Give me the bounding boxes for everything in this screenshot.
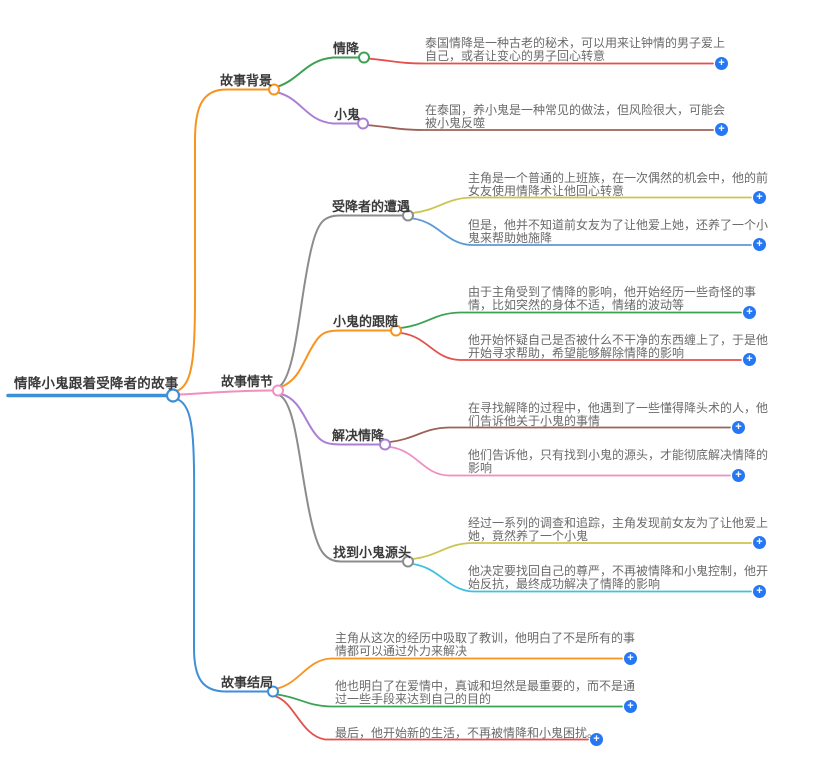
connector-background-ghost — [277, 91, 358, 125]
node-label-background[interactable]: 故事背景 — [220, 73, 273, 88]
leaf-line-following-1 — [400, 311, 742, 329]
leaf-node-text[interactable]: 最后，他开始新的生活，不再被情降和小鬼困扰。 — [335, 726, 600, 740]
leaf-node-text[interactable]: 他开始怀疑自己是否被什么不干净的东西缠上了，于是他 开始寻求帮助，希望能够解除情… — [468, 333, 769, 360]
node-anchor-resolve-spell[interactable] — [379, 438, 391, 451]
node-anchor-ending[interactable] — [267, 685, 279, 698]
node-label-find-ghost-source[interactable]: 找到小鬼源头 — [333, 545, 412, 560]
leaf-line-victim-1 — [412, 196, 752, 214]
node-label-ghost[interactable]: 小鬼 — [334, 107, 361, 122]
connector-plot-victim-experience — [279, 214, 403, 387]
leaf-node-text[interactable]: 但是，他并不知道前女友为了让他爱上她，还养了一个小 鬼来帮助她施降 — [468, 218, 769, 245]
node-label-ending[interactable]: 故事结局 — [221, 675, 274, 690]
add-node-button[interactable]: + — [624, 700, 637, 713]
node-label-victim-experience[interactable]: 受降者的遭遇 — [332, 199, 411, 214]
connector-root-plot — [179, 389, 273, 396]
node-label-resolve-spell[interactable]: 解决情降 — [332, 428, 385, 443]
add-node-button[interactable]: + — [753, 585, 766, 598]
add-node-button[interactable]: + — [753, 536, 766, 549]
node-label-love-spell[interactable]: 情降 — [333, 41, 360, 56]
node-label-ghost-following[interactable]: 小鬼的跟随 — [333, 314, 399, 329]
leaf-node-text[interactable]: 他决定要找回自己的尊严，不再被情降和小鬼控制，他开 始反抗，最终成功解决了情降的… — [468, 564, 769, 591]
node-anchor-victim-experience[interactable] — [402, 209, 414, 222]
add-node-button[interactable]: + — [715, 123, 728, 136]
leaf-line-resolve-2 — [389, 446, 731, 477]
leaf-line-ending-3 — [275, 695, 589, 741]
connector-plot-ghost-following — [280, 329, 391, 388]
leaf-node-text[interactable]: 在泰国，养小鬼是一种常见的做法，但风险很大，可能会 被小鬼反噬 — [425, 103, 726, 130]
leaf-line-following-2 — [400, 332, 742, 361]
node-anchor-plot[interactable] — [272, 384, 284, 397]
leaf-line-victim-2 — [412, 217, 752, 246]
add-node-button[interactable]: + — [753, 238, 766, 251]
add-node-button[interactable]: + — [732, 469, 745, 482]
add-node-button[interactable]: + — [590, 733, 603, 746]
leaf-line-ending-1 — [276, 657, 623, 690]
add-node-button[interactable]: + — [732, 421, 745, 434]
node-anchor-love-spell[interactable] — [358, 51, 370, 64]
connector-plot-find-ghost-source — [279, 394, 403, 563]
leaf-node-text[interactable]: 经过一系列的调查和追踪，主角发现前女友为了让他爱上 她，竟然养了一个小鬼 — [468, 516, 769, 543]
connector-root-ending — [176, 398, 268, 693]
leaf-node-text[interactable]: 在寻找解降的过程中，他遇到了一些懂得降头术的人，他 们告诉他关于小鬼的事情 — [468, 401, 769, 428]
leaf-node-text[interactable]: 他们告诉他，只有找到小鬼的源头，才能彻底解决情降的 影响 — [468, 448, 769, 475]
node-anchor-root[interactable] — [165, 388, 181, 403]
leaf-line-ghost-1 — [366, 124, 714, 131]
leaf-line-source-1 — [412, 542, 752, 560]
leaf-node-text[interactable]: 他也明白了在爱情中，真诚和坦然是最重要的，而不是通 过一些手段来达到自己的目的 — [335, 679, 636, 706]
root-node-label[interactable]: 情降小鬼跟着受降者的故事 — [14, 376, 179, 391]
node-anchor-find-ghost-source[interactable] — [402, 555, 414, 568]
add-node-button[interactable]: + — [715, 57, 728, 70]
connector-plot-resolve-spell — [280, 393, 380, 446]
add-node-button[interactable]: + — [753, 191, 766, 204]
leaf-line-resolve-1 — [389, 426, 731, 443]
add-node-button[interactable]: + — [743, 353, 756, 366]
leaf-node-text[interactable]: 主角是一个普通的上班族，在一次偶然的机会中，他的前 女友使用情降术让他回心转意 — [468, 171, 769, 198]
add-node-button[interactable]: + — [624, 652, 637, 665]
connector-background-love-spell — [277, 56, 359, 88]
leaf-line-ending-2 — [276, 693, 623, 708]
connector-root-background — [176, 88, 269, 392]
leaf-node-text[interactable]: 主角从这次的经历中吸取了教训，他明白了不是所有的事 情都可以通过外力来解决 — [335, 631, 636, 658]
leaf-line-love-spell-1 — [367, 57, 714, 65]
add-node-button[interactable]: + — [743, 306, 756, 319]
leaf-node-text[interactable]: 泰国情降是一种古老的秘术，可以用来让钟情的男子爱上 自己，或者让变心的男子回心转… — [425, 36, 726, 63]
node-label-plot[interactable]: 故事情节 — [221, 374, 274, 389]
node-anchor-background[interactable] — [268, 83, 280, 96]
leaf-line-source-2 — [412, 563, 752, 593]
node-anchor-ghost-following[interactable] — [390, 324, 402, 337]
leaf-node-text[interactable]: 由于主角受到了情降的影响，他开始经历一些奇怪的事 情，比如突然的身体不适，情绪的… — [468, 285, 757, 312]
node-anchor-ghost[interactable] — [357, 117, 369, 130]
